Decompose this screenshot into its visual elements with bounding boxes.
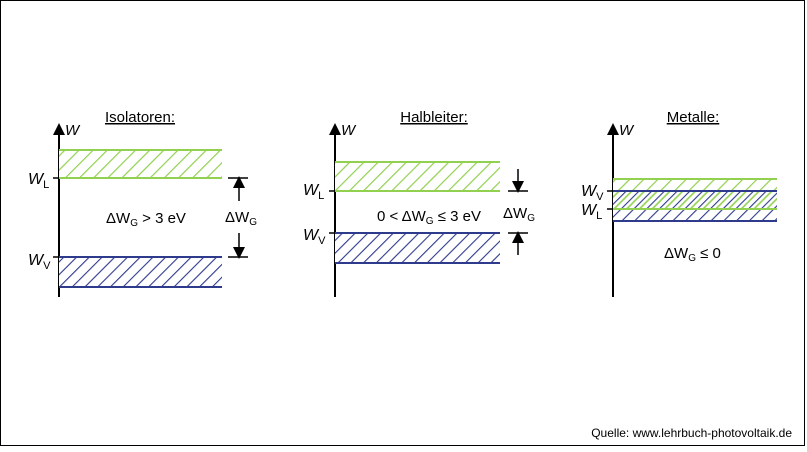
panel-semiconductors: Halbleiter: W WL WV 0 < ΔWG ≤ 3 eV ΔWG — [303, 109, 535, 297]
panel-metals: Metalle: W WV WL ΔWG ≤ 0 — [581, 109, 777, 297]
gap-condition: ΔWG > 3 eV — [106, 210, 186, 229]
valence-level-label: WV — [303, 227, 326, 247]
axis-symbol: W — [341, 122, 357, 139]
panel-title: Halbleiter: — [400, 109, 468, 126]
conduction-level-label: WL — [303, 182, 324, 202]
valence-level-label: WV — [581, 183, 604, 203]
gap-condition: 0 < ΔWG ≤ 3 eV — [377, 208, 481, 227]
conduction-level-label: WL — [581, 202, 602, 222]
valence-band — [335, 233, 500, 263]
band-overlap — [613, 191, 777, 209]
panel-insulators: Isolatoren: W WL WV ΔWG > 3 eV ΔWG — [28, 109, 257, 297]
conduction-band — [59, 150, 222, 178]
valence-level-label: WV — [28, 252, 51, 272]
gap-arrow-label: ΔWG — [503, 205, 535, 224]
panel-title: Metalle: — [667, 109, 720, 126]
valence-band — [59, 257, 222, 287]
axis-arrowhead — [607, 123, 619, 135]
gap-arrow-label: ΔWG — [225, 209, 257, 228]
valence-band — [613, 209, 777, 221]
axis-symbol: W — [619, 122, 635, 139]
axis-symbol: W — [65, 122, 81, 139]
conduction-band — [335, 162, 500, 191]
axis-arrowhead — [329, 123, 341, 135]
axis-arrowhead — [53, 123, 65, 135]
source-credit: Quelle: www.lehrbuch-photovoltaik.de — [591, 426, 792, 440]
conduction-band — [613, 179, 777, 191]
panel-title: Isolatoren: — [105, 109, 175, 126]
conduction-level-label: WL — [28, 171, 49, 191]
gap-condition: ΔWG ≤ 0 — [664, 245, 721, 264]
